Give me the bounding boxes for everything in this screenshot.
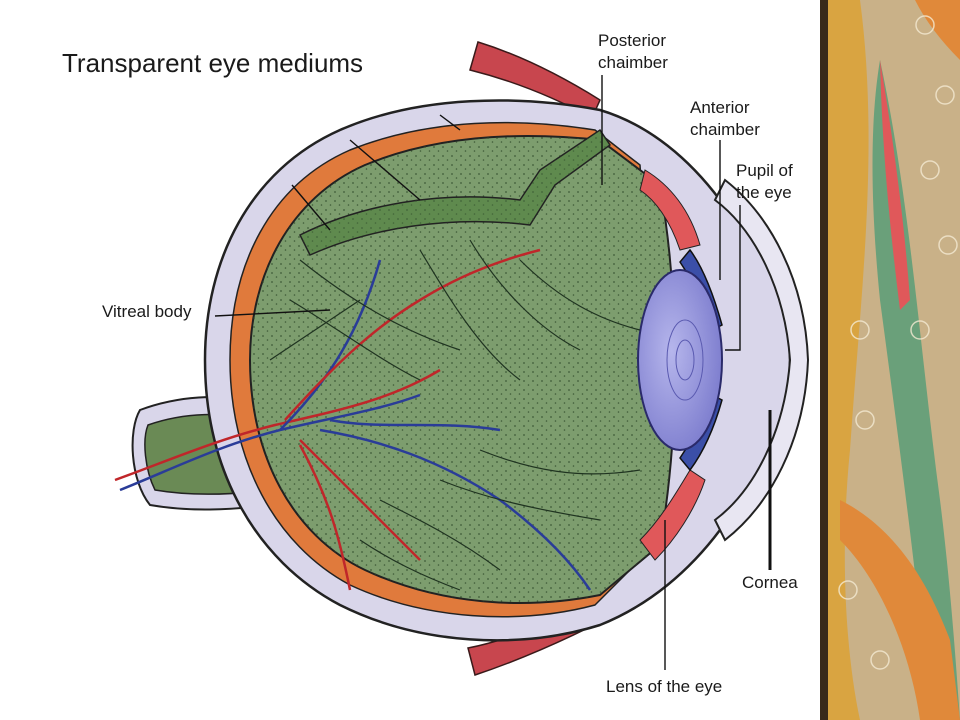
label-line: chaimber: [690, 120, 760, 139]
label-line: Pupil of: [736, 161, 793, 180]
fine-vessels: [269, 239, 641, 591]
label-vitreal-body: Vitreal body: [102, 302, 192, 321]
label-lens: Lens of the eye: [606, 677, 723, 696]
leader-lines: [214, 75, 772, 670]
eye-diagram: [114, 41, 810, 676]
ciliary-body-upper: [639, 169, 701, 251]
label-anterior-chamber: Anterior chaimber: [690, 97, 760, 141]
label-line: the eye: [736, 183, 792, 202]
decorative-side-panel: [820, 0, 960, 720]
page-title: Transparent eye mediums: [62, 48, 364, 78]
label-posterior-chamber: Posterior chaimber: [598, 30, 668, 74]
ciliary-body-lower: [639, 469, 706, 561]
cornea-shape: [713, 178, 810, 542]
label-line: Anterior: [690, 98, 750, 117]
label-cornea: Cornea: [742, 573, 798, 592]
label-line: Posterior: [598, 31, 667, 50]
label-line: chaimber: [598, 53, 668, 72]
label-pupil: Pupil of the eye: [736, 160, 793, 204]
blood-vessels: [114, 248, 592, 591]
lens-shape: [637, 269, 723, 451]
